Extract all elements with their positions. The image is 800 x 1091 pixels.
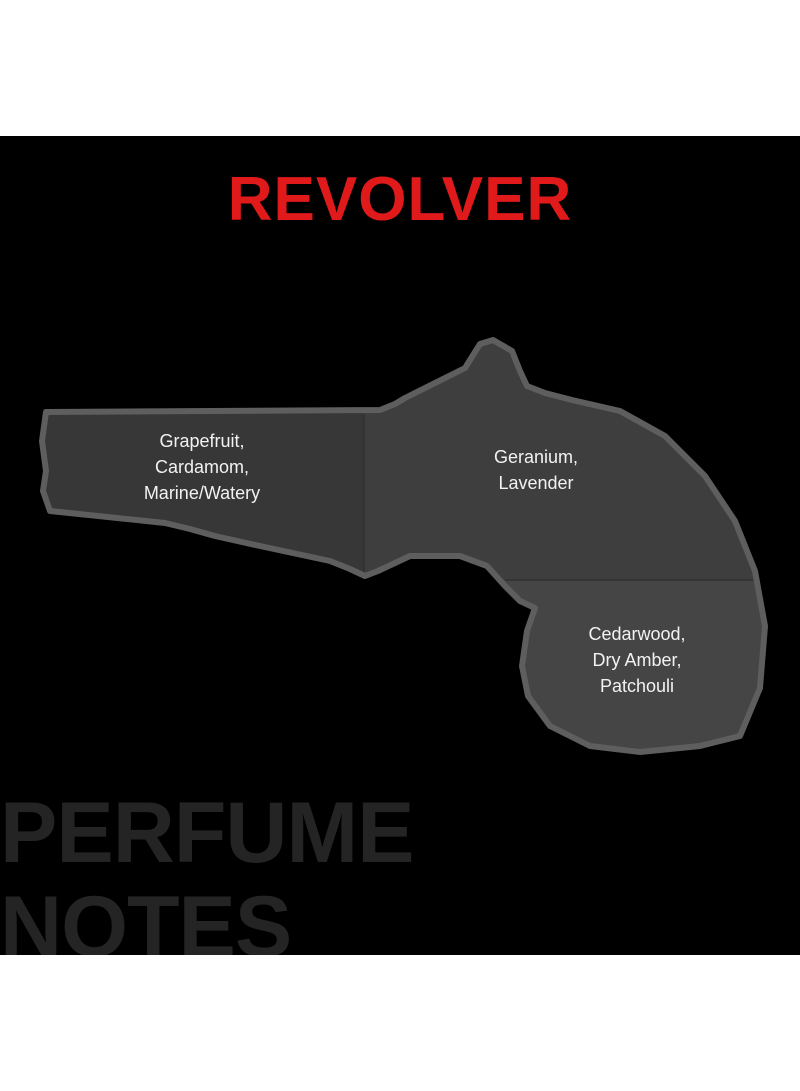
top-notes-label: Grapefruit, Cardamom, Marine/Watery — [102, 428, 302, 506]
pistol-shape-icon — [0, 136, 800, 955]
base-note-3: Patchouli — [599, 676, 675, 696]
product-title: REVOLVER — [227, 165, 573, 234]
barrel-section — [42, 386, 364, 646]
heading-notes: NOTES — [0, 879, 292, 955]
heart-notes-label: Geranium, Lavender — [436, 444, 636, 496]
top-note-1: Grapefruit, — [159, 431, 245, 451]
heart-note-2: Lavender — [498, 473, 574, 493]
base-note-1: Cedarwood, — [588, 624, 686, 644]
base-notes-label: Cedarwood, Dry Amber, Patchouli — [537, 621, 737, 699]
heading-perfume: PERFUME — [0, 785, 414, 881]
perfume-notes-panel: REVOLVER Grapefruit, Cardamom, Marine/Wa… — [0, 136, 800, 955]
base-note-2: Dry Amber, — [592, 650, 682, 670]
top-note-3: Marine/Watery — [143, 483, 261, 503]
top-note-2: Cardamom, — [154, 457, 250, 477]
heart-note-1: Geranium, — [493, 447, 579, 467]
